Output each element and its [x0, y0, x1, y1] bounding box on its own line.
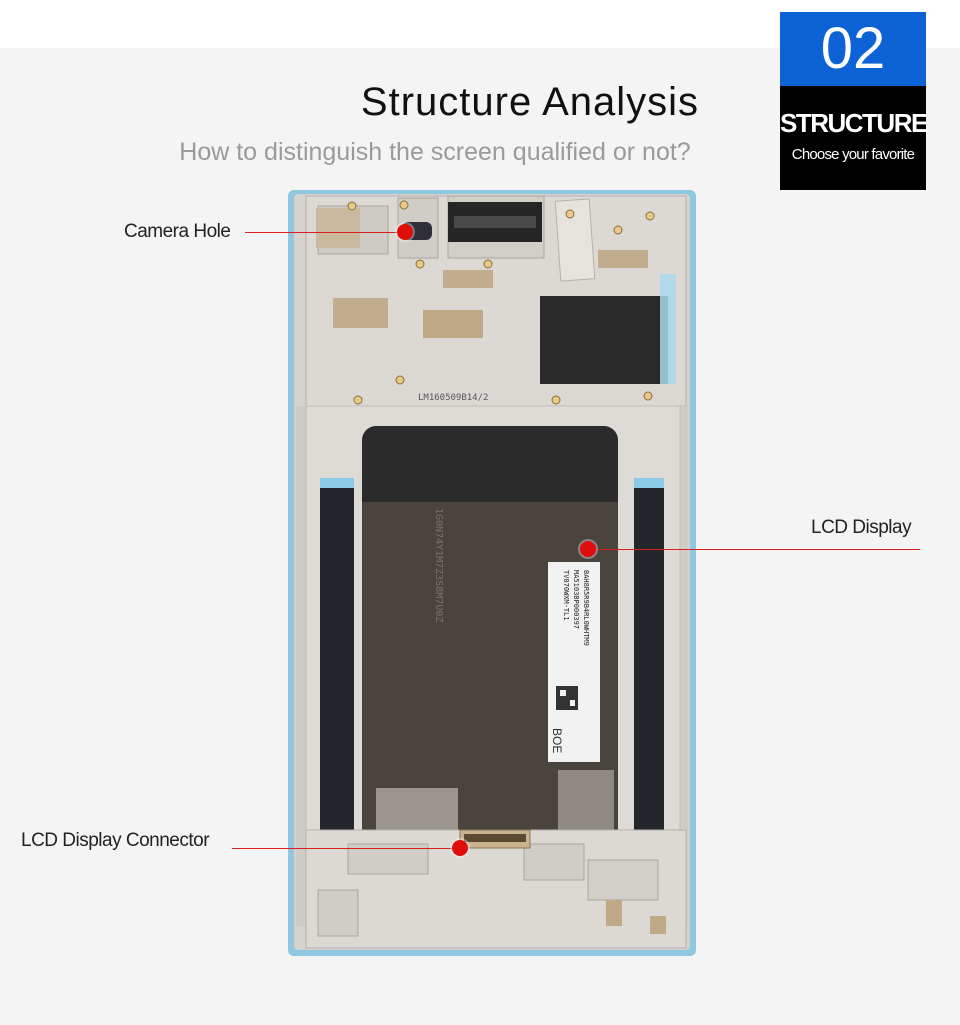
page-title: Structure Analysis [360, 80, 700, 124]
camera-hole-leader [245, 232, 405, 233]
section-badge: 02 STRUCTURE Choose your favorite [780, 12, 928, 190]
panel-label [548, 562, 600, 762]
shield-plate [540, 296, 668, 384]
badge-number: 02 [780, 12, 926, 86]
lcd-display-marker [580, 541, 596, 557]
lcd-display-leader [590, 549, 920, 550]
left-adhesive-strip [320, 478, 354, 866]
camera-hole-label: Camera Hole [124, 221, 231, 242]
right-adhesive-strip [634, 478, 664, 858]
panel-brand: BOE [550, 728, 564, 753]
frame-marking: LM160509B14/2 [418, 393, 488, 403]
camera-hole-marker [397, 224, 413, 240]
label-line-3: BAH8R5R9B4RL0WHTM9 [582, 570, 590, 646]
screen-assembly-image: LM160509B14/2 1G0N74Y1M7Z3S8M7U0Z TV070W… [288, 190, 696, 956]
lcd-display-label: LCD Display [811, 517, 912, 538]
lcd-connector-leader [232, 848, 460, 849]
badge-title: STRUCTURE [780, 108, 928, 138]
lcd-connector-marker [452, 840, 468, 856]
lcd-connector-label: LCD Display Connector [21, 830, 210, 851]
panel-print: 1G0N74Y1M7Z3S8M7U0Z [433, 508, 444, 622]
qr-code [556, 686, 578, 710]
badge-caption: Choose your favorite [791, 146, 915, 163]
label-line-2: MA5103BP000397 [572, 570, 580, 629]
label-line-1: TV070WXM-TL1 [562, 570, 570, 621]
page-subtitle: How to distinguish the screen qualified … [179, 138, 691, 166]
